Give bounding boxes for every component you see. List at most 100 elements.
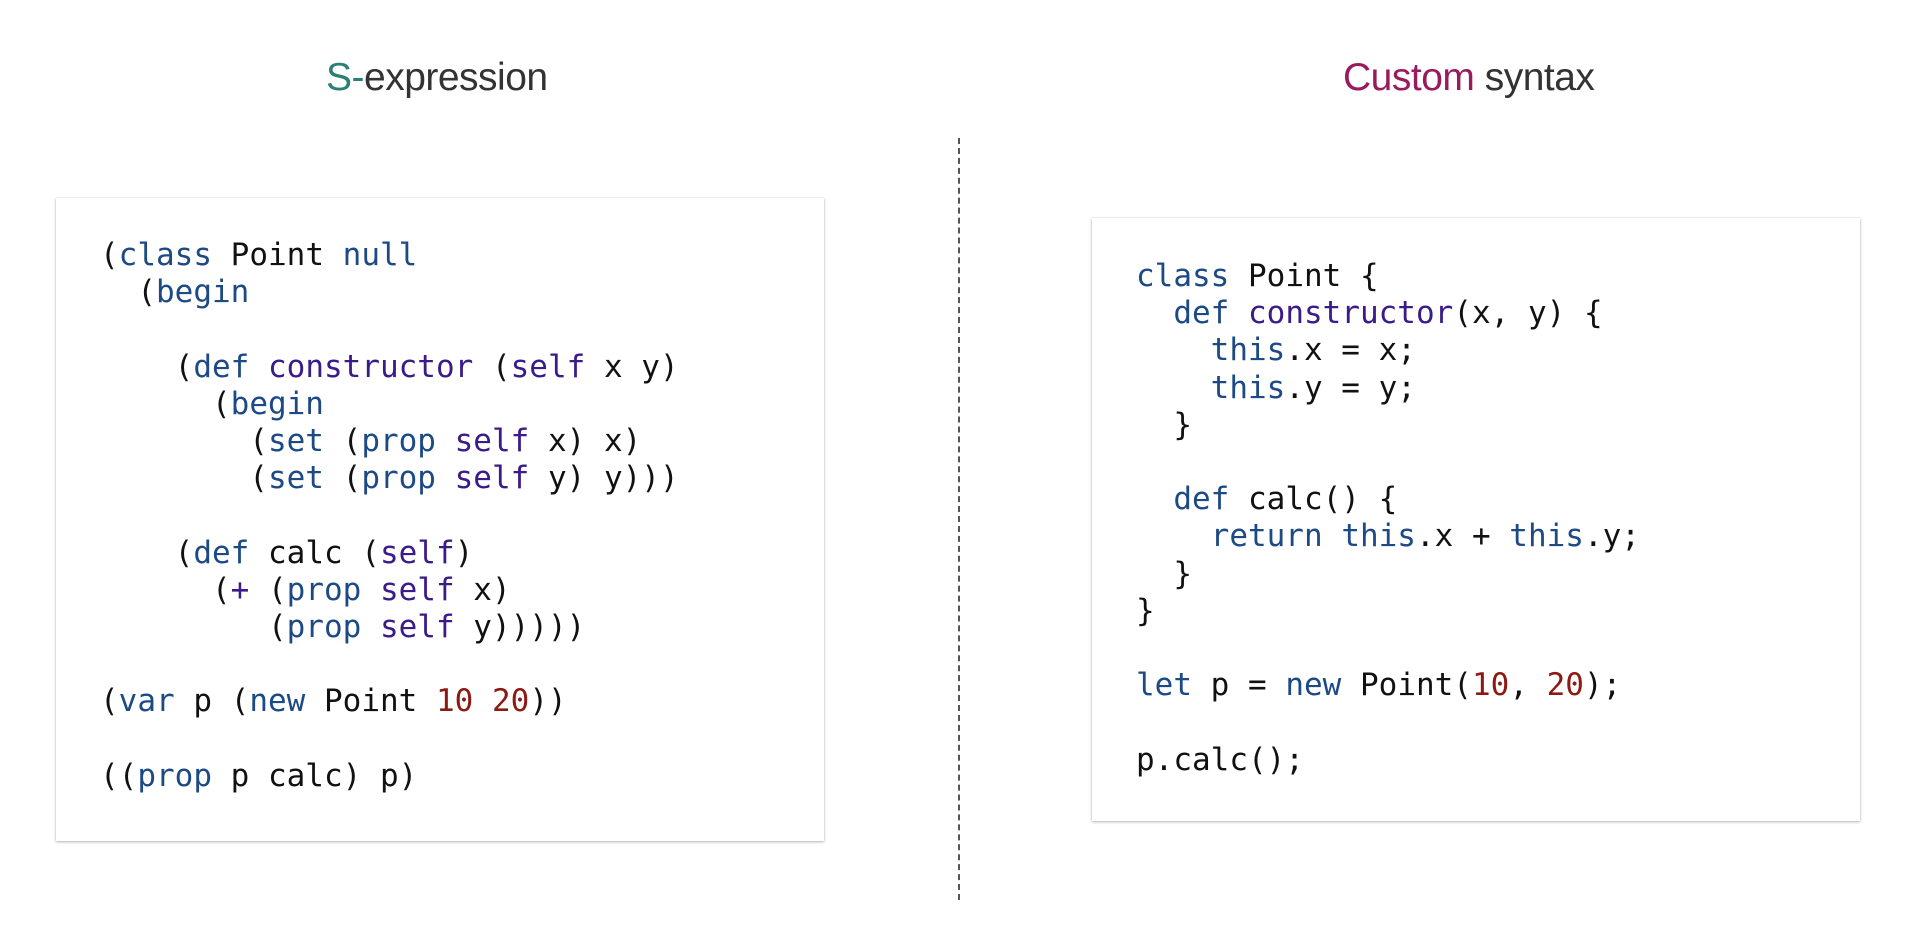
- code-line: }: [1136, 593, 1640, 630]
- code-text: [1136, 518, 1211, 554]
- code-text: (: [100, 274, 156, 311]
- code-text: [1323, 518, 1342, 554]
- dashed-divider: [958, 138, 960, 900]
- code-text: Point: [305, 683, 436, 720]
- code-text: (: [100, 609, 287, 646]
- code-text: [1136, 481, 1173, 517]
- code-text: y))))): [454, 609, 586, 646]
- code-keyword: class: [118, 237, 212, 273]
- code-keyword: this: [1210, 369, 1286, 406]
- code-identifier: constructor: [268, 348, 474, 385]
- code-keyword: prop: [361, 460, 436, 497]
- code-text: x) x): [529, 423, 642, 460]
- code-text: .y;: [1583, 518, 1640, 555]
- code-keyword: let: [1136, 667, 1192, 704]
- code-line: this.y = y;: [1136, 370, 1640, 407]
- code-keyword: prop: [137, 757, 212, 794]
- code-text: Point(: [1341, 667, 1472, 704]
- code-text: (: [323, 423, 362, 460]
- code-text: Point {: [1229, 258, 1379, 294]
- code-text: [1136, 332, 1211, 368]
- heading-accent: Custom: [1343, 56, 1475, 99]
- code-text: (: [100, 385, 231, 422]
- code-text: (: [100, 534, 194, 571]
- code-text: [1136, 370, 1211, 406]
- code-identifier: self: [379, 571, 455, 608]
- code-text: (: [249, 571, 287, 608]
- s-expression-heading: S-expression: [326, 56, 548, 100]
- code-identifier: self: [510, 348, 586, 385]
- code-keyword: var: [118, 683, 175, 720]
- code-text: x): [454, 571, 511, 608]
- code-text: }: [1136, 592, 1155, 629]
- code-text: (x, y) {: [1453, 295, 1603, 332]
- code-line: def constructor(x, y) {: [1136, 295, 1640, 332]
- code-text: [361, 572, 380, 608]
- s-expression-code-card: (class Point null (begin (def constructo…: [56, 198, 824, 841]
- code-keyword: prop: [286, 571, 362, 608]
- code-text: (: [100, 348, 194, 385]
- code-line: (def calc (self): [100, 535, 679, 572]
- code-identifier: self: [379, 534, 455, 571]
- code-line: (+ (prop self x): [100, 572, 679, 609]
- code-keyword: begin: [230, 385, 324, 422]
- code-line: }: [1136, 407, 1640, 444]
- code-line: (prop self y))))): [100, 609, 679, 646]
- code-text: [436, 460, 455, 496]
- code-number: 10: [435, 683, 474, 720]
- heading-text: expression: [364, 56, 548, 99]
- code-keyword: def: [193, 534, 250, 571]
- code-keyword: new: [1285, 667, 1342, 704]
- code-text: Point: [212, 237, 343, 273]
- custom-syntax-heading: Custom syntax: [1343, 56, 1595, 100]
- code-text: ,: [1509, 667, 1547, 704]
- custom-syntax-code-card: class Point { def constructor(x, y) { th…: [1092, 218, 1860, 821]
- code-text: .y = y;: [1285, 369, 1416, 406]
- code-line: (var p (new Point 10 20)): [100, 683, 679, 720]
- code-line: }: [1136, 556, 1640, 593]
- code-text: p.calc();: [1136, 741, 1304, 778]
- code-line: let p = new Point(10, 20);: [1136, 667, 1640, 704]
- code-line: [100, 497, 679, 534]
- code-keyword: this: [1509, 518, 1584, 555]
- code-text: (: [100, 571, 231, 608]
- code-text: [1229, 295, 1248, 331]
- code-text: )): [529, 683, 567, 720]
- code-keyword: this: [1341, 518, 1416, 555]
- code-line: [100, 311, 679, 348]
- code-text: ): [454, 534, 474, 571]
- code-text: .x +: [1415, 518, 1510, 555]
- code-text: p calc) p): [211, 757, 418, 794]
- code-text: [436, 423, 455, 459]
- code-keyword: prop: [286, 609, 362, 646]
- code-line: class Point {: [1136, 258, 1640, 295]
- code-text: x y): [585, 348, 679, 385]
- code-keyword: prop: [361, 423, 436, 460]
- code-text: }: [1136, 406, 1192, 443]
- code-line: ((prop p calc) p): [100, 758, 679, 795]
- code-text: p (: [174, 683, 250, 720]
- code-keyword: def: [193, 348, 250, 385]
- code-text: .x = x;: [1285, 332, 1416, 369]
- code-line: return this.x + this.y;: [1136, 518, 1640, 555]
- code-text: p =: [1192, 667, 1286, 704]
- code-text: (: [100, 237, 119, 273]
- code-identifier: self: [379, 609, 455, 646]
- code-keyword: return: [1210, 518, 1323, 555]
- code-identifier: self: [454, 423, 530, 460]
- code-text: [361, 609, 380, 645]
- code-line: (set (prop self x) x): [100, 423, 679, 460]
- code-number: 10: [1471, 667, 1510, 704]
- code-text: (: [473, 348, 511, 385]
- code-text: ((: [100, 757, 138, 794]
- code-text: (: [100, 460, 268, 497]
- code-text: }: [1136, 555, 1192, 592]
- code-text: [473, 683, 492, 719]
- s-expression-code-block: (class Point null (begin (def constructo…: [100, 237, 679, 795]
- code-line: [1136, 444, 1640, 481]
- code-line: (class Point null: [100, 237, 679, 274]
- code-line: (def constructor (self x y): [100, 349, 679, 386]
- code-text: [249, 349, 268, 385]
- code-identifier: self: [454, 460, 530, 497]
- code-line: (set (prop self y) y))): [100, 460, 679, 497]
